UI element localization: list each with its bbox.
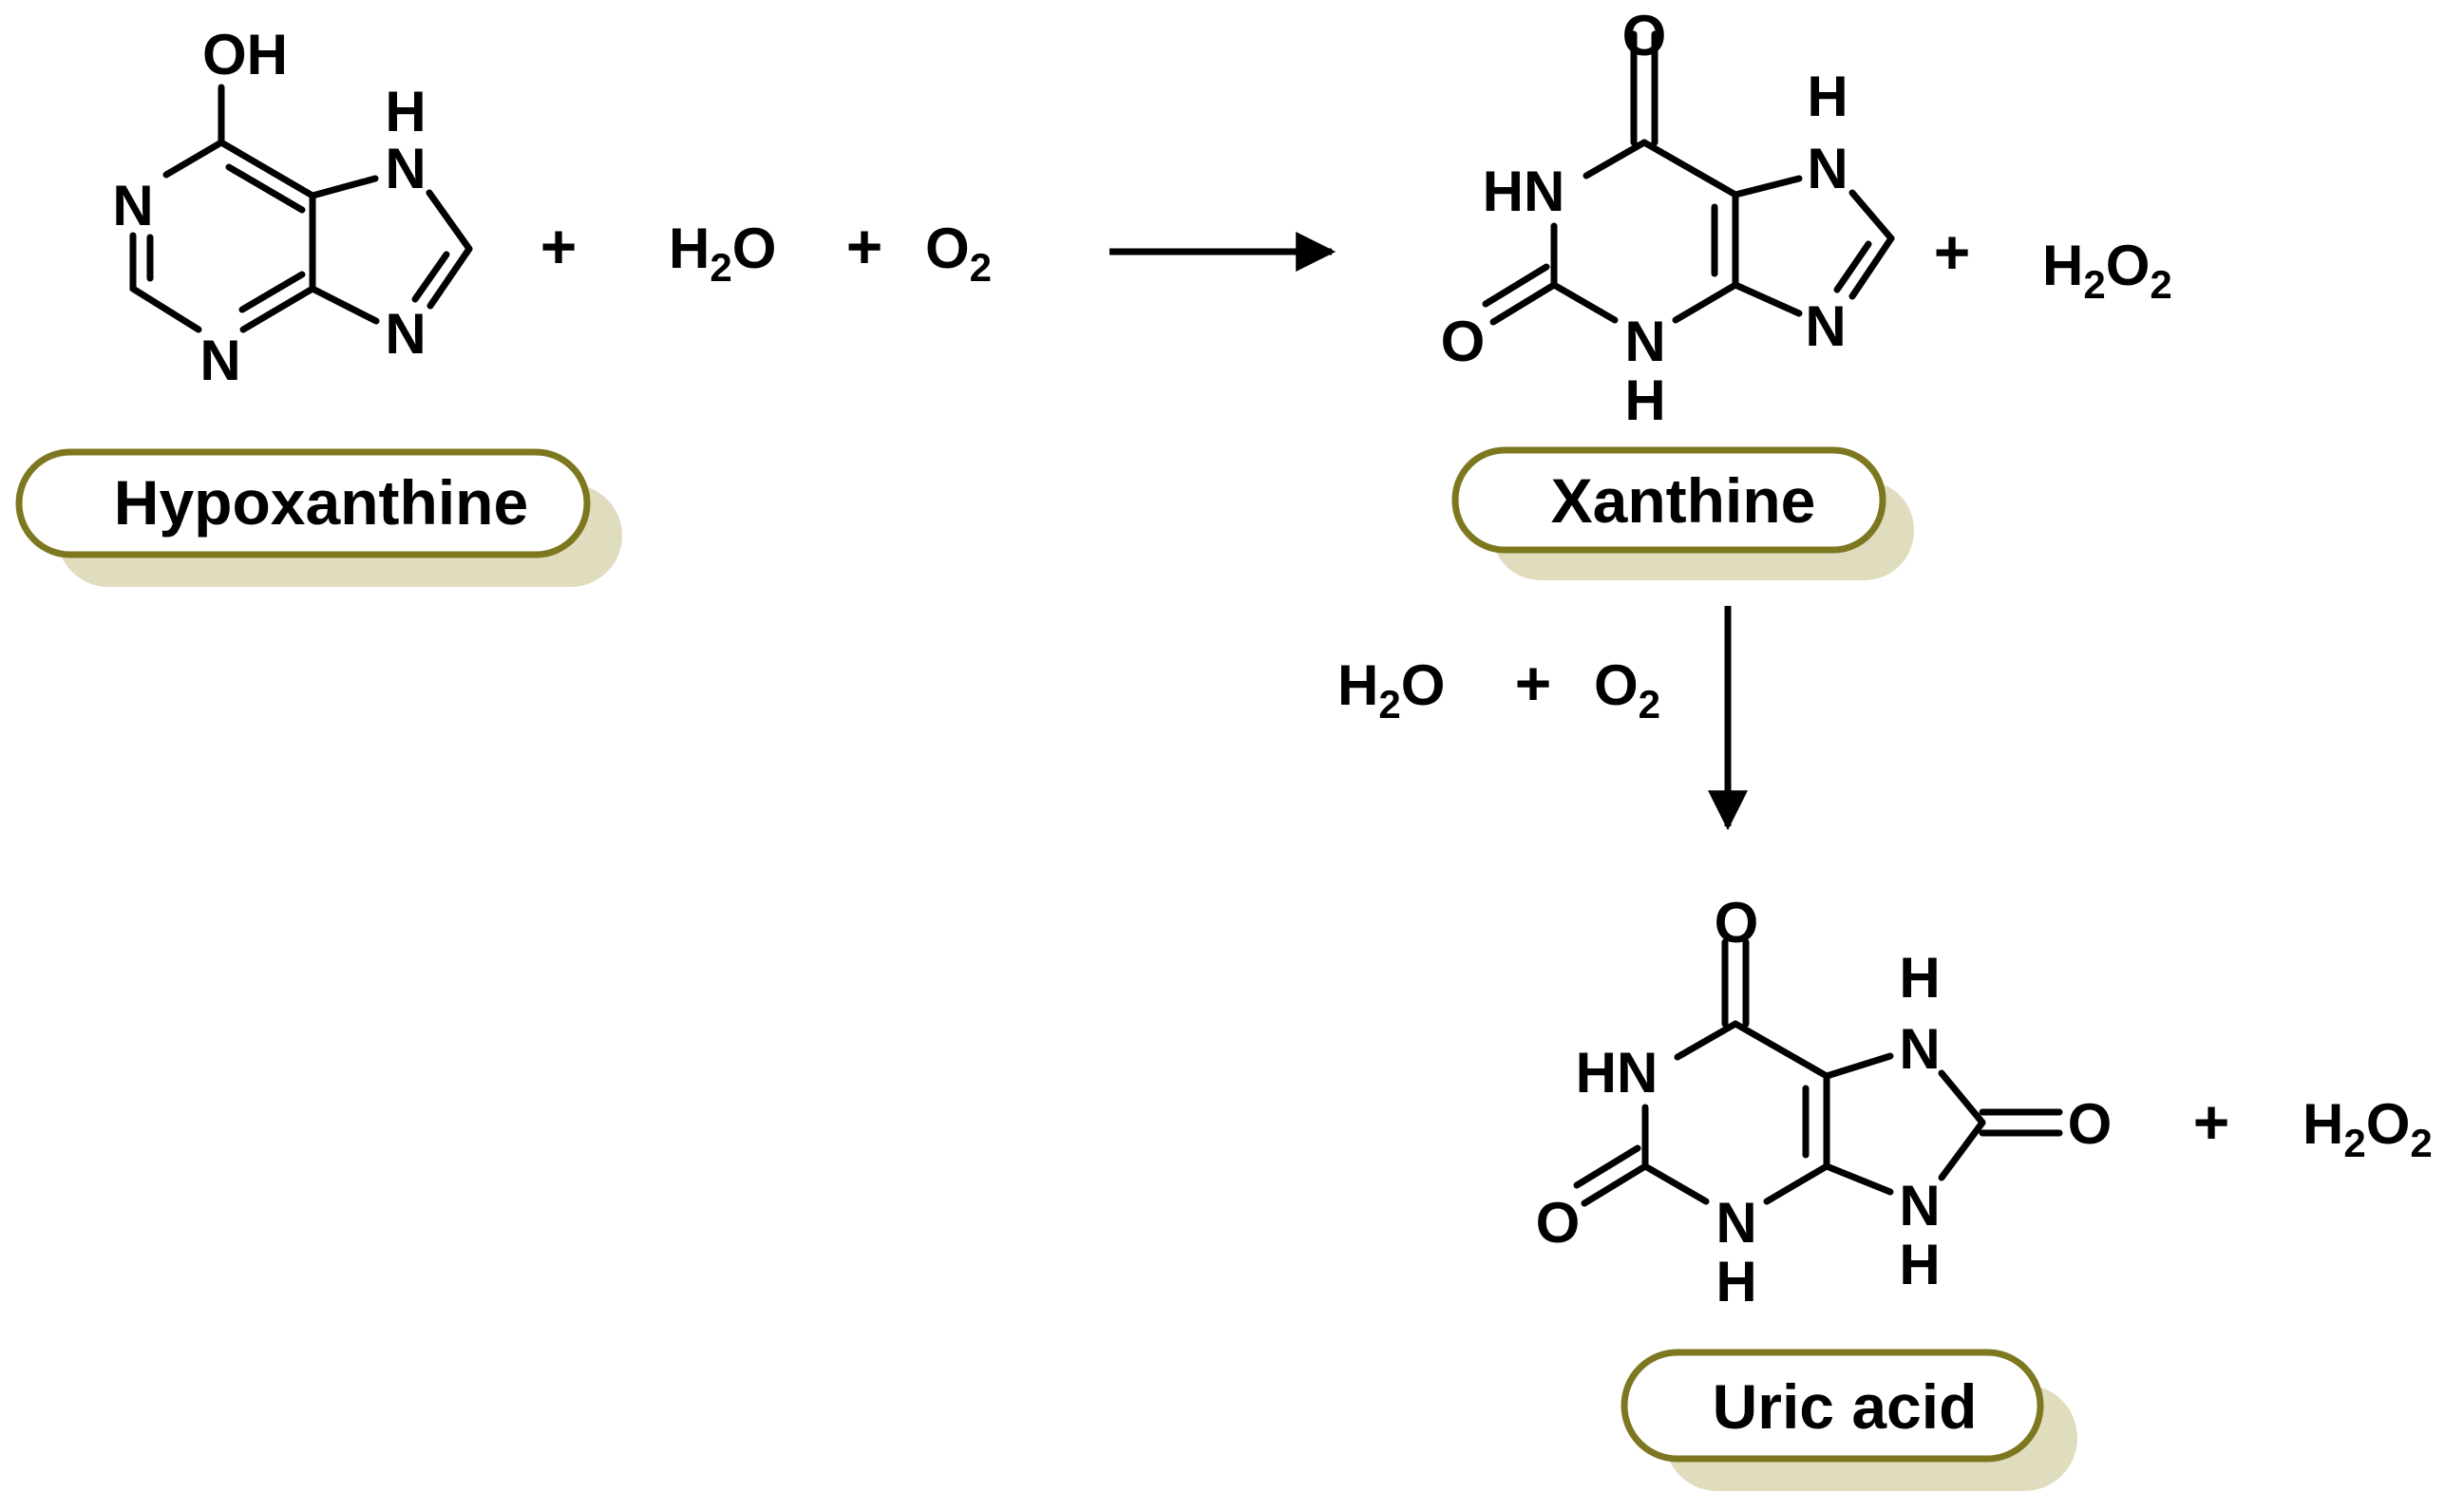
plus-sign: + — [846, 211, 883, 281]
uric-acid-label: Uric acid — [1713, 1371, 1978, 1442]
oxygen-formula: O2 — [925, 217, 992, 290]
xanthine-structure: O HN O N H N H N — [1441, 4, 1895, 432]
uric-acid-structure: O HN O N H N H N H O — [1536, 891, 2113, 1313]
xanthine-bonds — [1482, 30, 1895, 326]
oxygen-formula: O2 — [1594, 653, 1660, 727]
plus-sign: + — [1934, 217, 1971, 287]
n7-hydrogen-label: H — [1899, 946, 1940, 1010]
uric-acid-name-tag: Uric acid — [1621, 1349, 2077, 1491]
xanthine-name-tag: Xanthine — [1451, 446, 1914, 580]
n9-label: N — [1805, 294, 1846, 358]
water-formula: H2O — [669, 217, 776, 290]
c8-oxygen-label: O — [2068, 1092, 2113, 1156]
n3-label: N — [199, 329, 240, 392]
c6-oxygen-label: O — [1622, 4, 1667, 67]
n1-label: N — [112, 174, 153, 237]
n9-label: N — [385, 302, 426, 366]
n3-hydrogen-label: H — [1715, 1250, 1756, 1313]
n3-label: N — [1715, 1191, 1756, 1255]
plus-sign: + — [540, 211, 578, 281]
c2-oxygen-label: O — [1536, 1191, 1581, 1255]
hypoxanthine-name-tag: Hypoxanthine — [15, 448, 622, 587]
n3-label: N — [1624, 310, 1665, 373]
water-formula: H2O — [1337, 653, 1445, 727]
n1-hn-label: HN — [1483, 160, 1565, 223]
peroxide-formula: H2O2 — [2303, 1092, 2433, 1165]
hydroxyl-label: OH — [202, 23, 288, 86]
n1-hn-label: HN — [1576, 1041, 1658, 1105]
n7-label: N — [385, 137, 426, 200]
n7-hydrogen-label: H — [385, 80, 426, 143]
n9-label: N — [1899, 1174, 1940, 1237]
peroxide-formula: H2O2 — [2042, 234, 2172, 307]
hypoxanthine-label: Hypoxanthine — [114, 467, 528, 538]
plus-sign: + — [2193, 1086, 2230, 1157]
plus-sign: + — [1515, 648, 1552, 718]
xanthine-label: Xanthine — [1551, 465, 1816, 536]
hypoxanthine-bonds — [129, 84, 473, 333]
hypoxanthine-structure: OH N N N H N — [112, 23, 473, 392]
n3-hydrogen-label: H — [1624, 368, 1665, 432]
n7-label: N — [1899, 1017, 1940, 1081]
c6-oxygen-label: O — [1715, 891, 1759, 954]
c2-oxygen-label: O — [1441, 310, 1486, 373]
n7-label: N — [1807, 137, 1848, 200]
n7-hydrogen-label: H — [1807, 65, 1848, 128]
n9-hydrogen-label: H — [1899, 1233, 1940, 1296]
uric-acid-bonds — [1573, 938, 2063, 1207]
